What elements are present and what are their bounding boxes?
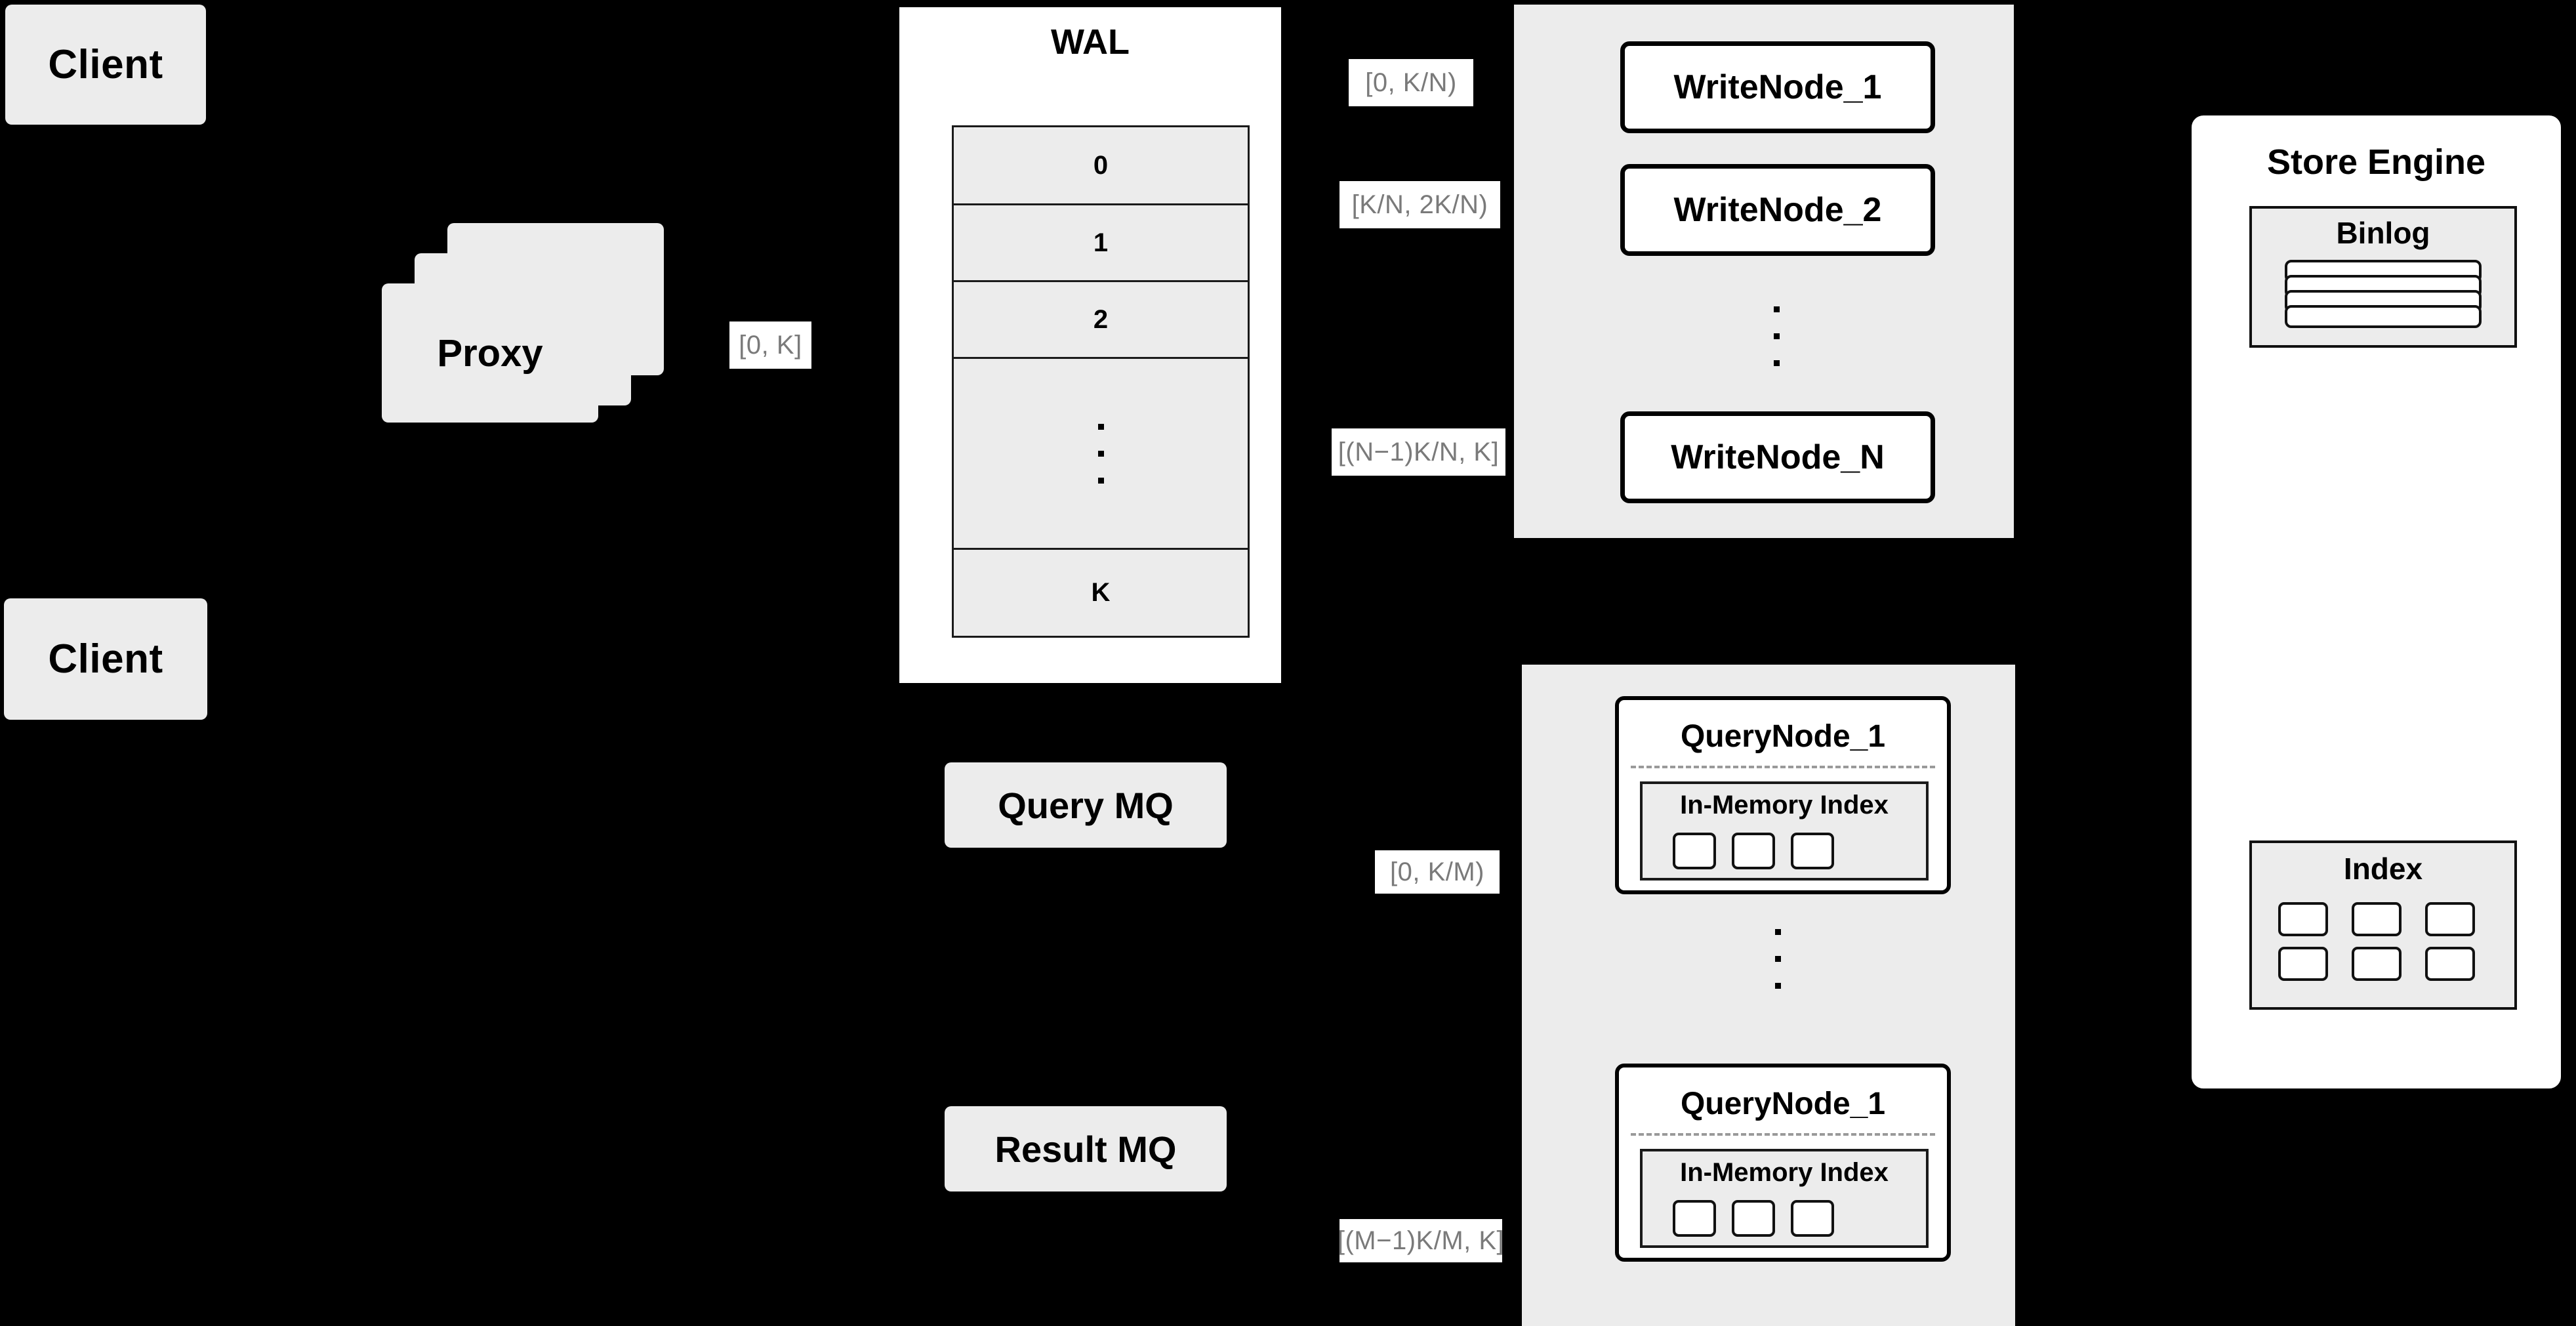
- client-box-1[interactable]: Client: [5, 5, 206, 125]
- wal-dot-3: [1097, 477, 1104, 484]
- writenode-range-label-n: [(N−1)K/N, K]: [1332, 428, 1505, 476]
- index-chip-6: [2425, 947, 2475, 981]
- query-node-1[interactable]: QueryNode_1 In-Memory Index: [1615, 696, 1951, 894]
- proxy-box[interactable]: Proxy: [382, 283, 598, 423]
- wal-panel: WAL 0 1 2 K: [896, 4, 1284, 686]
- index-panel: Index: [2249, 840, 2517, 1010]
- binlog-bar-4: [2285, 305, 2482, 328]
- store-engine-title: Store Engine: [2266, 142, 2486, 182]
- in-memory-index-1: In-Memory Index: [1640, 781, 1929, 881]
- write-node-1-label: WriteNode_1: [1673, 68, 1882, 106]
- client-label-2: Client: [48, 636, 163, 682]
- wal-table: 0 1 2 K: [952, 125, 1250, 638]
- query-mq-box[interactable]: Query MQ: [945, 762, 1227, 848]
- index-chip-3: [2425, 902, 2475, 936]
- write-node-n[interactable]: WriteNode_N: [1620, 411, 1935, 503]
- proxy-range-text: [0, K]: [739, 330, 802, 360]
- wal-dot-1: [1097, 423, 1104, 430]
- query-ellipsis-dot-3: [1774, 982, 1781, 989]
- writenode-range-text-n: [(N−1)K/N, K]: [1338, 437, 1500, 466]
- client-box-2[interactable]: Client: [4, 598, 207, 720]
- in-memory-index-m: In-Memory Index: [1640, 1149, 1929, 1248]
- writenode-range-label-1: [0, K/N): [1349, 59, 1473, 106]
- proxy-label: Proxy: [437, 331, 543, 375]
- query-ellipsis-dot-1: [1774, 928, 1781, 935]
- query-node-m-label: QueryNode_1: [1680, 1087, 1886, 1121]
- query-node-1-label: QueryNode_1: [1680, 719, 1886, 754]
- writenode-range-text-2: [K/N, 2K/N): [1351, 190, 1488, 219]
- wal-dot-2: [1097, 450, 1104, 457]
- wal-row-0: 0: [954, 127, 1248, 206]
- result-mq-label: Result MQ: [994, 1128, 1177, 1170]
- wal-title: WAL: [1051, 22, 1130, 62]
- query-node-m[interactable]: QueryNode_1 In-Memory Index: [1615, 1064, 1951, 1262]
- query-node-ellipsis: [1738, 900, 1817, 1018]
- result-mq-box[interactable]: Result MQ: [945, 1106, 1227, 1191]
- query-node-m-divider: [1631, 1133, 1935, 1136]
- write-node-n-label: WriteNode_N: [1671, 438, 1885, 476]
- writenode-range-label-2: [K/N, 2K/N): [1339, 181, 1500, 228]
- index-title: Index: [2343, 852, 2423, 886]
- writenode-range-text-1: [0, K/N): [1365, 68, 1457, 97]
- querynode-range-text-m: [(M−1)K/M, K]: [1337, 1226, 1505, 1255]
- write-node-1[interactable]: WriteNode_1: [1620, 41, 1935, 133]
- in-memory-index-m-chip-3: [1791, 1200, 1834, 1237]
- write-node-ellipsis: [1737, 277, 1816, 395]
- in-memory-index-1-chip-3: [1791, 833, 1834, 869]
- index-chip-5: [2352, 947, 2402, 981]
- querynode-range-text-1: [0, K/M): [1389, 857, 1485, 886]
- index-chip-2: [2352, 902, 2402, 936]
- in-memory-index-1-chip-1: [1673, 833, 1716, 869]
- in-memory-index-1-title: In-Memory Index: [1680, 791, 1889, 819]
- in-memory-index-1-chip-2: [1732, 833, 1775, 869]
- write-ellipsis-dot-3: [1773, 360, 1780, 366]
- binlog-title: Binlog: [2336, 216, 2430, 250]
- in-memory-index-m-title: In-Memory Index: [1680, 1158, 1889, 1187]
- in-memory-index-m-chip-1: [1673, 1200, 1716, 1237]
- client-label-1: Client: [48, 42, 163, 87]
- index-chip-4: [2278, 947, 2328, 981]
- write-ellipsis-dot-1: [1773, 306, 1780, 312]
- query-node-1-divider: [1631, 766, 1935, 768]
- write-node-2[interactable]: WriteNode_2: [1620, 164, 1935, 256]
- write-node-cluster: WriteNode_1 WriteNode_2 WriteNode_N: [1514, 5, 2014, 538]
- write-ellipsis-dot-2: [1773, 333, 1780, 339]
- querynode-range-label-m: [(M−1)K/M, K]: [1337, 1219, 1505, 1262]
- wal-row-1: 1: [954, 205, 1248, 283]
- store-engine-panel: Store Engine Binlog Index: [2188, 112, 2565, 1092]
- wal-row-k: K: [1091, 578, 1111, 608]
- proxy-range-label: [0, K]: [729, 321, 811, 369]
- in-memory-index-m-chip-2: [1732, 1200, 1775, 1237]
- write-node-2-label: WriteNode_2: [1673, 191, 1882, 229]
- binlog-panel: Binlog: [2249, 206, 2517, 348]
- query-node-cluster: QueryNode_1 In-Memory Index QueryNode_1 …: [1522, 665, 2015, 1326]
- wal-row-2: 2: [954, 282, 1248, 360]
- query-ellipsis-dot-2: [1774, 955, 1781, 962]
- wal-row-ellipsis: [954, 359, 1248, 550]
- proxy-stack[interactable]: Proxy: [380, 210, 682, 440]
- index-chip-1: [2278, 902, 2328, 936]
- query-mq-label: Query MQ: [998, 784, 1174, 826]
- querynode-range-label-1: [0, K/M): [1375, 850, 1500, 894]
